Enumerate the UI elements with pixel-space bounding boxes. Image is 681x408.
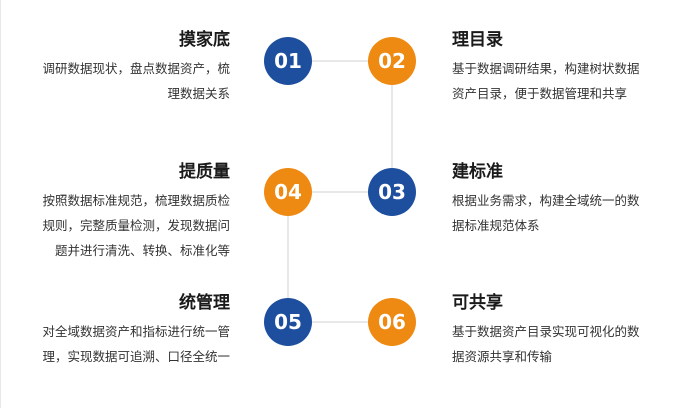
step-03-title: 建标准: [452, 162, 503, 182]
step-04-line-3: 题并进行清洗、转换、标准化等: [54, 243, 230, 258]
step-05-title: 统管理: [179, 293, 230, 313]
step-05-line-2: 理，实现数据可追溯、口径全统一: [42, 349, 230, 364]
step-06-description: 基于数据资产目录实现可视化的数 据资源共享和传输: [452, 319, 640, 369]
step-02-number-badge: 02: [368, 37, 416, 85]
step-04-number-badge: 04: [264, 168, 312, 216]
step-06-number-badge: 06: [368, 298, 416, 346]
step-02-title: 理目录: [452, 30, 503, 50]
step-01-line-2: 理数据关系: [167, 86, 230, 101]
left-border: [0, 0, 1, 408]
step-01-line-1: 调研数据现状，盘点数据资产，梳: [42, 61, 230, 76]
step-04-line-1: 按照数据标准规范，梳理数据质检: [42, 193, 230, 208]
step-04-description: 按照数据标准规范，梳理数据质检 规则，完整质量检测，发现数据问 题并进行清洗、转…: [42, 188, 230, 263]
step-03-line-1: 根据业务需求，构建全域统一的数: [452, 193, 640, 208]
step-01-title: 摸家底: [179, 30, 230, 50]
step-03-description: 根据业务需求，构建全域统一的数 据标准规范体系: [452, 188, 640, 238]
step-06-line-1: 基于数据资产目录实现可视化的数: [452, 324, 640, 339]
step-06-title: 可共享: [452, 293, 503, 313]
step-05-number-badge: 05: [264, 298, 312, 346]
step-03-line-2: 据标准规范体系: [452, 218, 540, 233]
step-04-line-2: 规则，完整质量检测，发现数据问: [42, 218, 230, 233]
step-05-description: 对全域数据资产和指标进行统一管 理，实现数据可追溯、口径全统一: [42, 319, 230, 369]
step-06-line-2: 据资源共享和传输: [452, 349, 553, 364]
step-05-line-1: 对全域数据资产和指标进行统一管: [42, 324, 230, 339]
step-03-number-badge: 03: [368, 168, 416, 216]
step-02-description: 基于数据调研结果，构建树状数据 资产目录，便于数据管理和共享: [452, 56, 640, 106]
step-01-number-badge: 01: [264, 37, 312, 85]
step-04-title: 提质量: [179, 162, 230, 182]
step-02-line-1: 基于数据调研结果，构建树状数据: [452, 61, 640, 76]
step-02-line-2: 资产目录，便于数据管理和共享: [452, 86, 628, 101]
step-01-description: 调研数据现状，盘点数据资产，梳 理数据关系: [42, 56, 230, 106]
